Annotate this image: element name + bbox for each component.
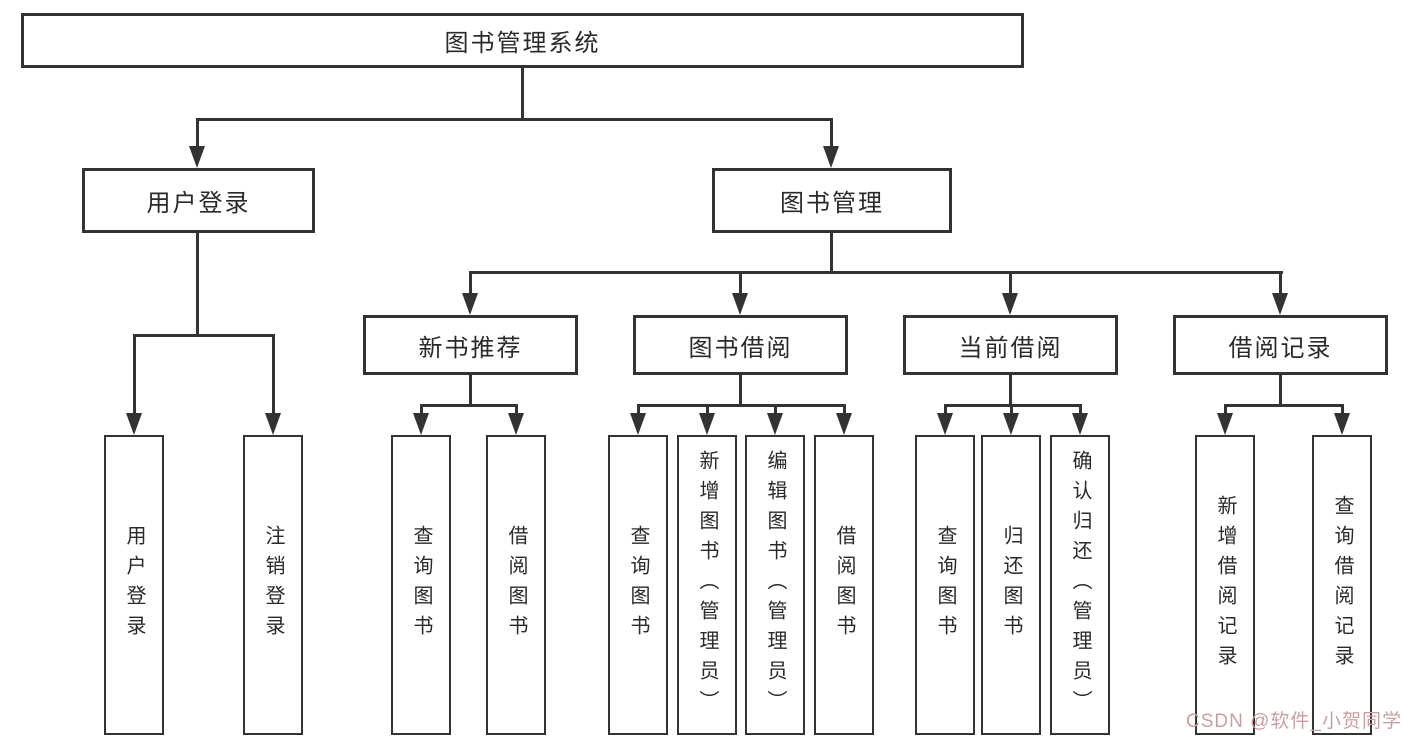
edge-drop-current-return [1010,404,1013,415]
leaf-user-login: 用户登录 [104,435,164,735]
edge-drop-borrow-borrow [843,404,846,415]
edge-drop-recommend-borrow [515,404,518,415]
edge-drop-borrow [739,271,742,295]
edge-drop-borrow-query [637,404,640,415]
edge-drop-records-query [1341,404,1344,415]
arrowhead-records [1272,293,1288,315]
leaf-logout-login-label: 注销登录 [262,525,284,645]
node-root: 图书管理系统 [21,13,1024,68]
arrowhead-borrow [732,293,748,315]
edge-drop-records-add [1224,404,1227,415]
leaf-recommend-borrow-book-label: 借阅图书 [505,525,527,645]
node-current-borrow-label: 当前借阅 [958,334,1063,362]
leaf-borrow-borrow-book-label: 借阅图书 [833,525,855,645]
edge-book-split [469,271,1283,274]
leaf-current-return-book-label: 归还图书 [1000,525,1022,645]
arrowhead-current-return [1003,413,1019,435]
arrowhead-borrow-borrow [836,413,852,435]
node-book-management: 图书管理 [712,168,952,233]
edge-drop-borrow-edit [774,404,777,415]
edge-root-stem [521,68,524,120]
leaf-recommend-query-book-label: 查询图书 [410,525,432,645]
arrowhead-current-query [937,413,953,435]
arrowhead-borrow-query [630,413,646,435]
node-new-book-recommend-label: 新书推荐 [418,334,523,362]
edge-current-stem [1009,375,1012,407]
arrowhead-leaf-logout [265,413,281,435]
leaf-user-login-label: 用户登录 [123,525,145,645]
leaf-current-confirm-return-admin: 确认归还（管理员） [1050,435,1110,735]
edge-current-split [944,404,1082,407]
edge-drop-current-query [944,404,947,415]
edge-recommend-stem [469,375,472,407]
edge-drop-current-confirm [1079,404,1082,415]
node-book-borrow-label: 图书借阅 [688,334,793,362]
edge-recommend-split [420,404,518,407]
leaf-records-query-record-label: 查询借阅记录 [1331,495,1353,675]
arrowhead-borrow-edit [767,413,783,435]
csdn-watermark: CSDN @软件_小贺同学 [1186,711,1402,732]
edge-records-stem [1279,375,1282,407]
edge-borrow-stem [739,375,742,407]
arrowhead-records-add [1217,413,1233,435]
leaf-logout-login: 注销登录 [243,435,303,735]
edge-drop-recommend [469,271,472,295]
leaf-borrow-query-book-label: 查询图书 [627,525,649,645]
edge-drop-records [1279,271,1282,295]
leaf-current-confirm-return-admin-label: 确认归还（管理员） [1069,450,1091,720]
arrowhead-recommend-borrow [508,413,524,435]
leaf-current-query-book-label: 查询图书 [934,525,956,645]
edge-drop-leaf-logout [272,334,275,415]
leaf-current-query-book: 查询图书 [915,435,975,735]
arrowhead-recommend [462,293,478,315]
arrowhead-records-query [1334,413,1350,435]
node-borrow-records-label: 借阅记录 [1228,334,1333,362]
edge-user-split [133,334,275,337]
node-new-book-recommend: 新书推荐 [363,315,578,375]
edge-drop-borrow-add [706,404,709,415]
node-user-login-label: 用户登录 [146,190,251,217]
leaf-records-add-record-label: 新增借阅记录 [1214,495,1236,675]
node-borrow-records: 借阅记录 [1173,315,1388,375]
node-root-label: 图书管理系统 [444,30,601,57]
edge-drop-book-management [830,118,833,148]
arrowhead-borrow-add [699,413,715,435]
edge-book-stem [830,233,833,274]
node-book-borrow: 图书借阅 [633,315,848,375]
arrowhead-current [1002,293,1018,315]
arrowhead-leaf-user-login [126,413,142,435]
edge-drop-user-login [196,118,199,148]
leaf-borrow-borrow-book: 借阅图书 [814,435,874,735]
edge-user-stem [196,233,199,336]
node-user-login: 用户登录 [82,168,315,233]
node-book-management-label: 图书管理 [780,190,884,217]
leaf-recommend-query-book: 查询图书 [391,435,451,735]
node-current-borrow: 当前借阅 [903,315,1118,375]
edge-borrow-split [637,404,846,407]
edge-drop-current [1009,271,1012,295]
edge-drop-recommend-query [420,404,423,415]
leaf-records-query-record: 查询借阅记录 [1312,435,1372,735]
leaf-borrow-edit-book-admin-label: 编辑图书（管理员） [764,450,786,720]
arrowhead-book-management [823,146,839,168]
arrowhead-recommend-query [413,413,429,435]
arrowhead-user-login [189,146,205,168]
leaf-recommend-borrow-book: 借阅图书 [486,435,546,735]
leaf-records-add-record: 新增借阅记录 [1195,435,1255,735]
edge-drop-leaf-user-login [133,334,136,415]
edge-records-split [1224,404,1344,407]
edge-root-split [196,118,833,121]
leaf-borrow-edit-book-admin: 编辑图书（管理员） [745,435,805,735]
leaf-borrow-add-book-admin: 新增图书（管理员） [677,435,737,735]
leaf-borrow-add-book-admin-label: 新增图书（管理员） [696,450,718,720]
arrowhead-current-confirm [1072,413,1088,435]
leaf-current-return-book: 归还图书 [981,435,1041,735]
leaf-borrow-query-book: 查询图书 [608,435,668,735]
